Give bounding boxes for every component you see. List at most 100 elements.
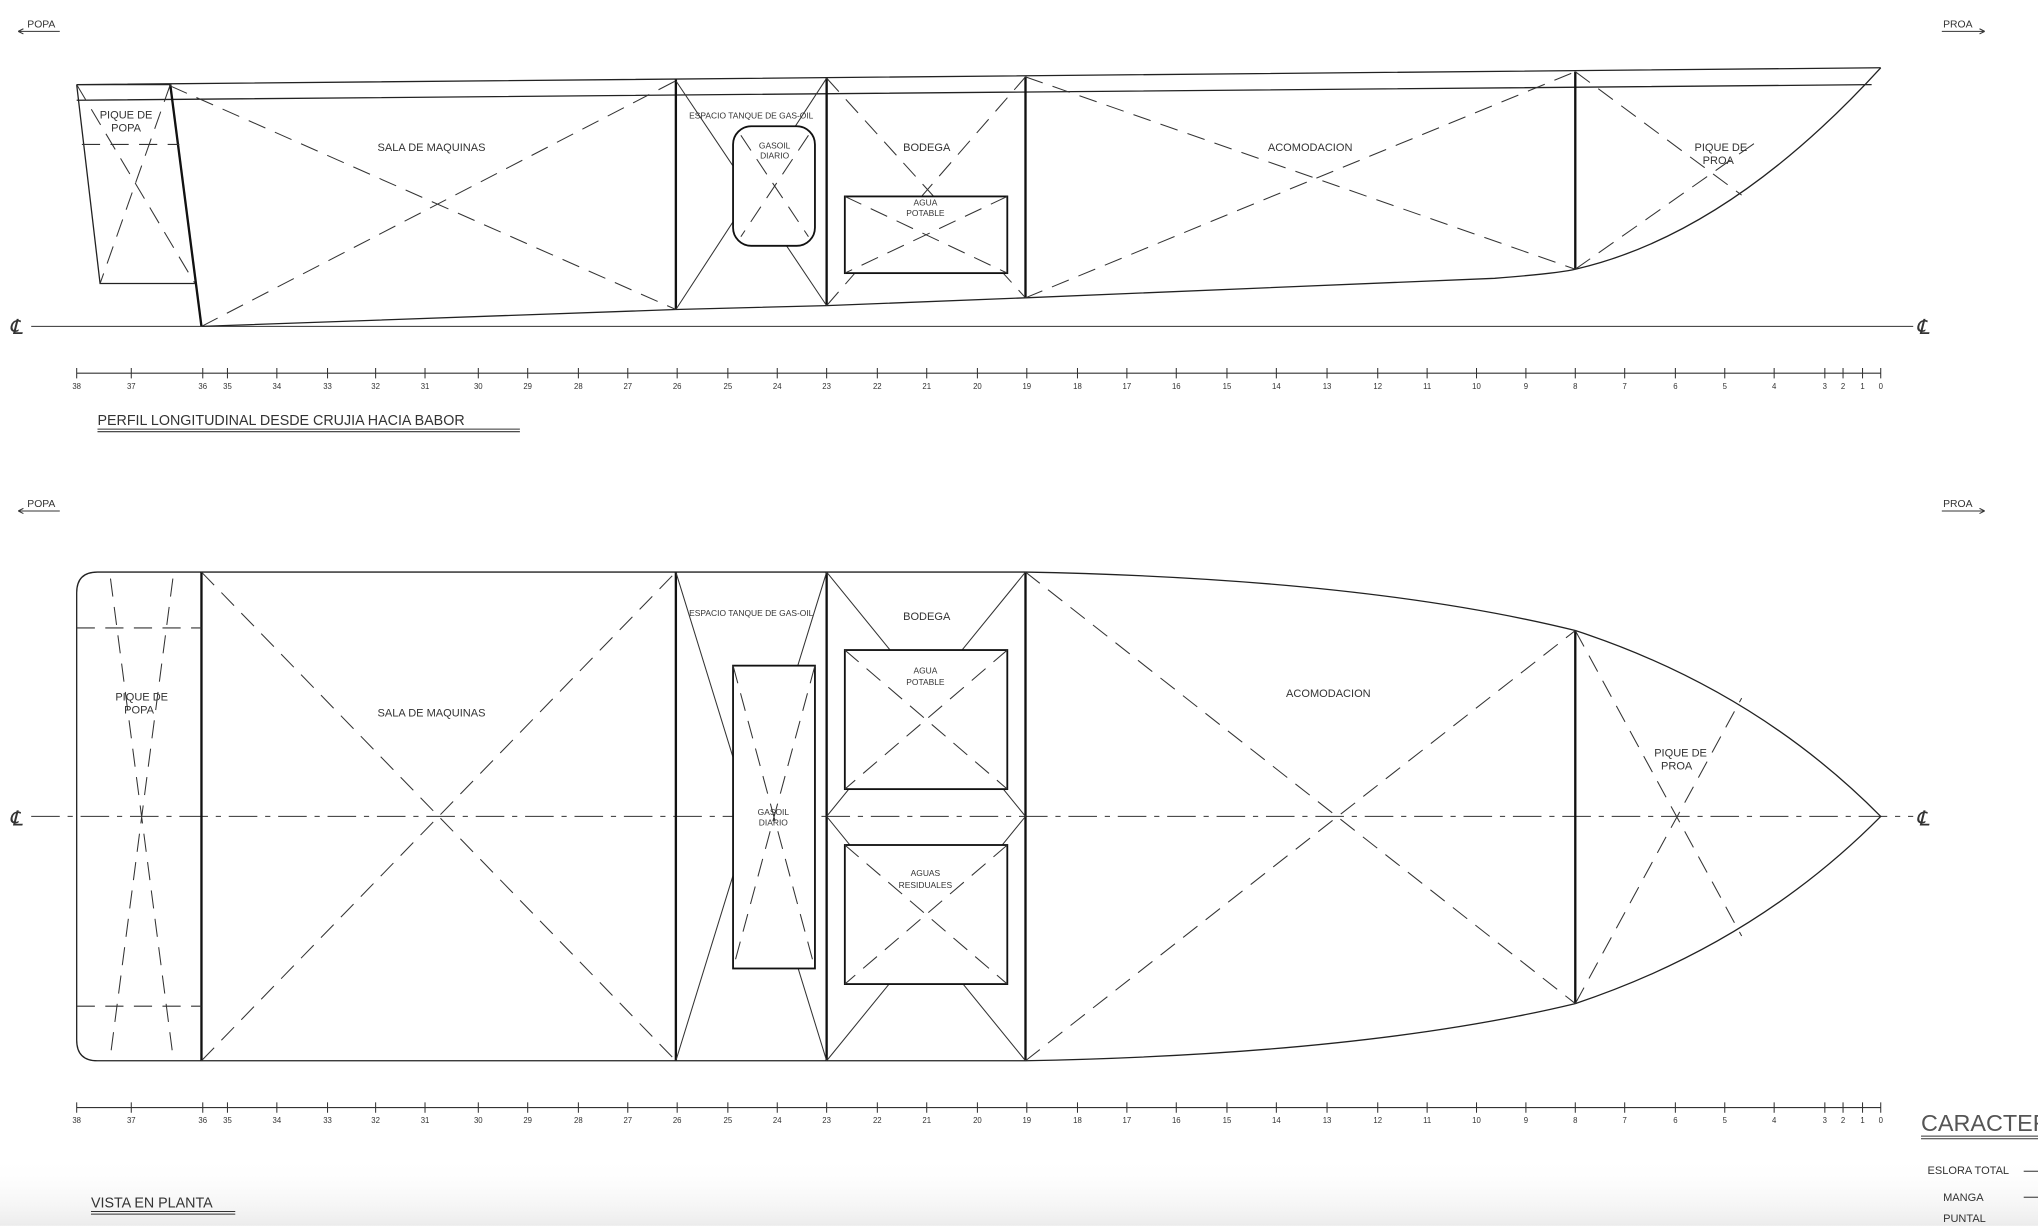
station-label: 1 [1860,382,1864,391]
characteristics-title: CARACTER [1921,1110,2038,1136]
label-acomodacion: ACOMODACION [1286,688,1371,700]
centerline-symbol: ℄ [1916,316,1930,339]
station-label: 23 [822,1116,831,1125]
label-gasoil-diario: DIARIO [759,818,789,828]
plan-title: VISTA EN PLANTA [91,1196,213,1212]
station-label: 25 [724,382,733,391]
station-label: 7 [1623,1116,1627,1125]
plan-view: ℄ ℄ PIQUE DE POPA SALA DE MAQUINAS ESPAC… [9,571,1930,1215]
station-label: 37 [127,1116,136,1125]
label-sala-maquinas: SALA DE MAQUINAS [378,707,486,719]
label-pique-proa: PROA [1661,761,1693,773]
station-label: 28 [574,382,583,391]
station-label: 23 [822,382,831,391]
label-bodega: BODEGA [903,142,951,154]
station-label: 36 [198,382,207,391]
station-label: 27 [623,1116,632,1125]
station-label: 11 [1423,1116,1431,1125]
label-gasoil-diario: GASOIL [758,807,790,817]
station-label: 28 [574,1116,583,1125]
label-sala-maquinas: SALA DE MAQUINAS [378,142,486,154]
station-label: 2 [1841,1116,1845,1125]
station-label: 34 [273,382,282,391]
label-espacio-tanque: ESPACIO TANQUE DE GAS-OIL [689,608,814,618]
station-label: 27 [623,382,632,391]
station-label: 31 [421,1116,430,1125]
label-aguas-residuales: AGUAS [911,868,941,878]
station-label: 37 [127,382,136,391]
station-label: 38 [72,1116,81,1125]
station-label: 12 [1373,382,1382,391]
station-label: 26 [673,1116,682,1125]
station-label: 6 [1673,382,1677,391]
label-espacio-tanque: ESPACIO TANQUE DE GAS-OIL [689,110,814,120]
stern-label-plan: POPA [27,499,55,510]
station-label: 22 [873,1116,882,1125]
station-label: 9 [1524,1116,1528,1125]
station-label: 3 [1823,1116,1827,1125]
puntal-label: PUNTAL [1943,1213,1986,1225]
label-gasoil-diario: DIARIO [760,151,790,161]
station-label: 21 [922,1116,931,1125]
station-label: 15 [1223,1116,1232,1125]
station-label: 33 [323,382,332,391]
station-label: 14 [1272,382,1281,391]
centerline-symbol: ℄ [9,808,23,831]
station-label: 33 [323,1116,332,1125]
profile-view: ℄ ℄ PIQUE DE POPA SALA DE MAQUINAS ESPAC… [9,67,1930,433]
station-label: 11 [1423,382,1431,391]
station-label: 5 [1723,1116,1727,1125]
station-label: 1 [1860,1116,1864,1125]
centerline-symbol: ℄ [9,316,23,339]
station-label: 10 [1472,1116,1481,1125]
direction-markers: POPA PROA POPA PROA [17,19,1985,515]
station-label: 13 [1323,382,1332,391]
station-label: 18 [1073,1116,1082,1125]
label-pique-popa: PIQUE DE [100,109,153,121]
station-label: 32 [371,1116,380,1125]
station-label: 20 [973,382,982,391]
stern-label-top: POPA [27,19,55,30]
eslora-total-label: ESLORA TOTAL [1928,1165,2010,1177]
station-label: 21 [922,382,931,391]
station-label: 20 [973,1116,982,1125]
station-label: 24 [773,382,782,391]
label-pique-popa: POPA [111,122,141,134]
label-agua-potable: POTABLE [906,208,945,218]
station-label: 25 [724,1116,733,1125]
characteristics-table: CARACTER ESLORA TOTAL MANGA PUNTAL [1921,1110,2038,1225]
label-pique-proa: PROA [1703,155,1735,167]
station-label: 17 [1123,1116,1132,1125]
station-label: 10 [1472,382,1481,391]
label-agua-potable: POTABLE [906,677,945,687]
station-label: 9 [1524,382,1528,391]
label-acomodacion: ACOMODACION [1268,142,1353,154]
station-label: 3 [1823,382,1827,391]
station-label: 34 [273,1116,282,1125]
station-label: 12 [1373,1116,1382,1125]
station-label: 29 [523,1116,532,1125]
label-aguas-residuales: RESIDUALES [899,880,953,890]
station-label: 15 [1223,382,1232,391]
station-label: 22 [873,382,882,391]
station-label: 36 [198,1116,207,1125]
label-agua-potable: AGUA [913,665,937,675]
bottom-shade [0,1156,2038,1226]
station-label: 7 [1623,382,1627,391]
label-pique-popa: PIQUE DE [115,692,168,704]
bow-label-top: PROA [1943,19,1972,30]
centerline-symbol: ℄ [1916,808,1930,831]
station-label: 35 [223,1116,232,1125]
station-label: 5 [1723,382,1727,391]
label-pique-proa: PIQUE DE [1695,142,1748,154]
station-label: 0 [1879,1116,1884,1125]
label-agua-potable: AGUA [913,198,937,208]
station-label: 2 [1841,382,1845,391]
station-label: 0 [1879,382,1884,391]
station-label: 13 [1323,1116,1332,1125]
station-label: 14 [1272,1116,1281,1125]
station-label: 19 [1022,382,1031,391]
